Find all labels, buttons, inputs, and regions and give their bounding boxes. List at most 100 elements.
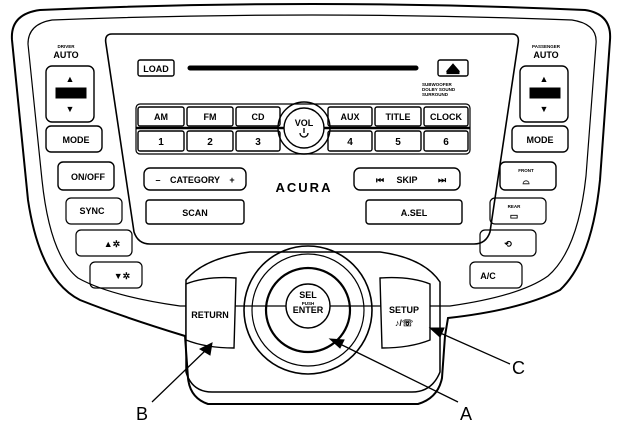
recirculation-button[interactable] [479, 229, 537, 257]
fan-up-icon: ▲✲ [104, 239, 121, 249]
sel-enter-button[interactable] [285, 283, 331, 329]
inner-bezel [27, 14, 597, 307]
passenger-small-label: PASSENGER [532, 44, 561, 49]
callout-a-line [339, 343, 459, 403]
power-icon [299, 128, 309, 138]
front-defrost-icon: ⌓ [522, 176, 529, 186]
preset-6-label: 6 [443, 137, 449, 148]
ac-button[interactable] [469, 261, 523, 289]
callout-b-line [151, 349, 207, 403]
rear-defrost-button[interactable] [489, 197, 547, 225]
scan-button[interactable] [145, 199, 245, 225]
eject-icon-bar [446, 71, 460, 75]
eject-icon [445, 63, 461, 72]
preset-cd-label: CD [252, 112, 265, 122]
callout-b: B [136, 404, 148, 424]
passenger-mode-label: MODE [527, 135, 554, 145]
preset-2-button[interactable] [186, 130, 234, 152]
preset-am-button[interactable] [137, 106, 185, 127]
driver-small-label: DRIVER [57, 44, 75, 49]
sync-button[interactable] [65, 197, 123, 225]
right-climate-column: PASSENGER AUTO ▲ ▼ MODE FRONT ⌓ REAR ▭ ⟲… [469, 44, 569, 289]
category-rocker[interactable] [143, 167, 247, 191]
rear-label: REAR [508, 204, 522, 209]
load-button[interactable] [137, 59, 175, 77]
temp-up-icon: ▲ [66, 74, 75, 84]
fan-down-button[interactable] [89, 261, 143, 289]
center-faceplate [104, 33, 520, 245]
setup-button[interactable] [379, 276, 431, 349]
tiny-note-1: SUBWOOFER [422, 82, 452, 87]
asel-label: A.SEL [401, 208, 428, 218]
front-defrost-button[interactable] [499, 161, 557, 191]
preset-clock-button[interactable] [423, 106, 469, 127]
preset-fm-label: FM [204, 112, 217, 122]
driver-mode-button[interactable] [45, 125, 103, 153]
preset-aux-label: AUX [340, 112, 359, 122]
category-minus-icon: – [155, 175, 160, 185]
preset-4-button[interactable] [327, 130, 373, 152]
skip-label: SKIP [396, 175, 417, 185]
passenger-temp-down-icon: ▼ [540, 104, 549, 114]
on-off-label: ON/OFF [71, 172, 105, 182]
callout-c: C [512, 358, 525, 378]
return-label: RETURN [191, 310, 229, 320]
driver-mode-label: MODE [63, 135, 90, 145]
fan-up-button[interactable] [75, 229, 133, 257]
ac-label: A/C [480, 271, 496, 281]
preset-5-label: 5 [395, 137, 401, 148]
setup-phone-icon: ♪/☏ [395, 318, 413, 328]
preset-3-button[interactable] [235, 130, 281, 152]
tiny-note-3: SURROUND [422, 92, 449, 97]
outer-bezel [10, 3, 612, 405]
driver-temp-display [55, 87, 87, 99]
category-plus-icon: + [229, 175, 234, 185]
sel-label: SEL [299, 290, 317, 300]
presets-top-row: AM FM CD AUX TITLE CLOCK [137, 106, 469, 127]
callout-a-arrow [328, 338, 345, 349]
preset-title-button[interactable] [374, 106, 422, 127]
skip-rocker[interactable] [353, 167, 461, 191]
interface-dial-outer [243, 245, 373, 375]
preset-1-label: 1 [158, 137, 164, 148]
skip-forward-icon: ⏭ [438, 175, 447, 185]
preset-4-label: 4 [347, 137, 353, 148]
load-label: LOAD [143, 64, 169, 74]
left-climate-column: DRIVER AUTO ▲ ▼ MODE ON/OFF SYNC ▲✲ ▼✲ [45, 44, 143, 289]
callout-c-line [437, 331, 511, 365]
setup-label: SETUP [389, 305, 419, 315]
rear-defrost-icon: ▭ [510, 211, 519, 221]
passenger-temp-display [529, 87, 561, 99]
brand-logo: ACURA [276, 180, 333, 195]
passenger-auto-label: AUTO [533, 50, 558, 60]
asel-button[interactable] [365, 199, 463, 225]
on-off-button[interactable] [57, 161, 115, 191]
dial-housing [185, 251, 441, 393]
volume-label: VOL [295, 118, 314, 128]
passenger-mode-button[interactable] [511, 125, 569, 153]
preset-fm-button[interactable] [186, 106, 234, 127]
interface-dial[interactable] [264, 266, 352, 354]
callout-a: A [460, 404, 472, 424]
interface-dial-ring [251, 253, 365, 367]
driver-auto-label: AUTO [53, 50, 78, 60]
preset-3-label: 3 [255, 137, 261, 148]
preset-6-button[interactable] [423, 130, 469, 152]
tiny-note-2: DOLBY SOUND [422, 87, 456, 92]
volume-knob-outer [277, 101, 331, 155]
presets-number-row: 1 2 3 4 5 6 [137, 130, 469, 152]
front-label: FRONT [518, 168, 534, 173]
enter-label: ENTER [293, 305, 324, 315]
category-label: CATEGORY [170, 175, 220, 185]
recirculation-icon: ⟲ [504, 239, 512, 249]
preset-clock-label: CLOCK [430, 112, 462, 122]
push-label: PUSH [302, 301, 315, 306]
return-button[interactable] [185, 276, 237, 349]
callout-b-arrow [198, 342, 213, 356]
temp-down-icon: ▼ [66, 104, 75, 114]
preset-title-label: TITLE [386, 112, 411, 122]
preset-5-button[interactable] [374, 130, 422, 152]
preset-1-button[interactable] [137, 130, 185, 152]
